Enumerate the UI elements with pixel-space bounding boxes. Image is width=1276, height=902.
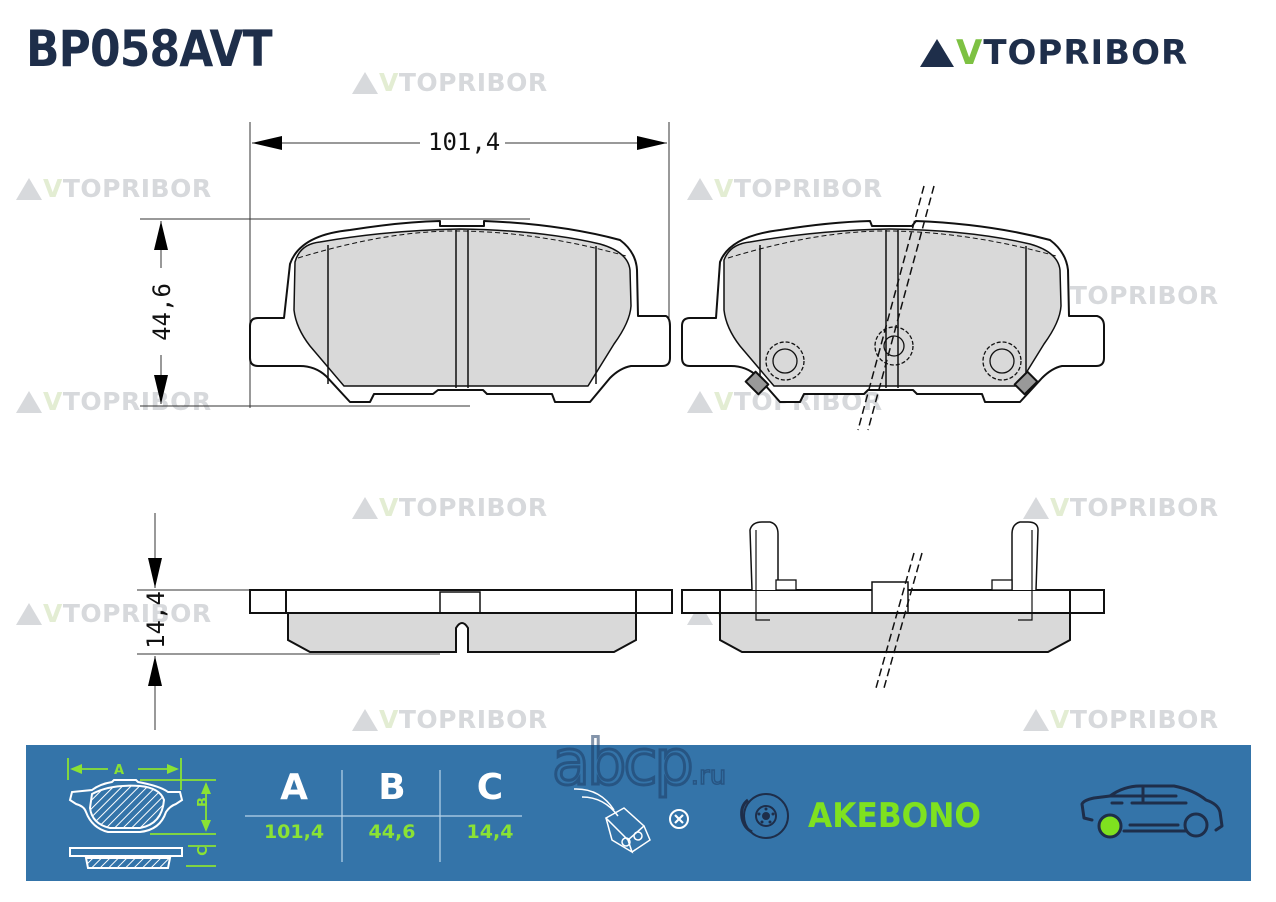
spec-header-c: C: [476, 767, 504, 808]
front-view-plain: [249, 220, 671, 403]
spec-value-c: 14,4: [466, 821, 514, 843]
watermark-text: TOPRIBOR: [1069, 705, 1219, 734]
watermark-text: TOPRIBOR: [1069, 493, 1219, 522]
watermark-triangle-icon: [352, 71, 378, 94]
watermark-accent: V: [43, 599, 63, 628]
width-dimension-label: 101,4: [424, 130, 505, 154]
watermark-triangle-icon: [16, 177, 42, 200]
manufacturer-name: AKEBONO: [808, 796, 982, 836]
spec-value-a: 101,4: [263, 821, 325, 843]
watermark-triangle-icon: [1023, 496, 1049, 519]
brand-logo: V TOPRIBOR: [920, 36, 1188, 70]
watermark-text: TOPRIBOR: [62, 387, 212, 416]
spec-value-b: 44,6: [368, 821, 416, 843]
front-view-wear-indicators: [681, 185, 1105, 431]
thickness-dimension-label: 14,4: [141, 591, 170, 649]
watermark-accent: V: [379, 493, 399, 522]
height-dimension: [140, 218, 530, 407]
watermark-triangle-icon: [687, 390, 713, 413]
logo-text: TOPRIBOR: [983, 33, 1189, 73]
watermark-triangle-icon: [16, 602, 42, 625]
watermark-accent: V: [379, 705, 399, 734]
watermark-text: TOPRIBOR: [398, 68, 548, 97]
watermark-text: TOPRIBOR: [398, 705, 548, 734]
watermark-accent: V: [43, 174, 63, 203]
spec-header-a: A: [280, 767, 308, 808]
side-view-with-clips: [681, 521, 1105, 689]
site-watermark-tld: .ru: [690, 761, 727, 791]
watermark-accent: V: [1050, 493, 1070, 522]
watermark-triangle-icon: [687, 177, 713, 200]
spec-header-b: B: [378, 767, 406, 808]
side-view-plain: [249, 589, 673, 653]
watermark-accent: V: [1050, 705, 1070, 734]
watermark-accent: V: [714, 174, 734, 203]
watermark-text: TOPRIBOR: [733, 174, 883, 203]
watermark-text: TOPRIBOR: [1069, 281, 1219, 310]
height-dimension-label: 44,6: [147, 281, 176, 343]
site-watermark-main: abcp: [551, 726, 696, 799]
watermark-text: TOPRIBOR: [62, 599, 212, 628]
watermark-triangle-icon: [352, 708, 378, 731]
watermark-triangle-icon: [16, 390, 42, 413]
watermark-accent: V: [379, 68, 399, 97]
logo-triangle-icon: [920, 39, 954, 67]
watermark-accent: V: [714, 387, 734, 416]
watermark-triangle-icon: [352, 496, 378, 519]
watermark-text: TOPRIBOR: [62, 174, 212, 203]
logo-accent-letter: V: [956, 33, 984, 73]
technical-drawing: [137, 122, 1105, 730]
watermark-accent: V: [43, 387, 63, 416]
site-watermark: abcp.ru: [551, 730, 727, 795]
watermark-triangle-icon: [1023, 708, 1049, 731]
part-number-title: BP058AVT: [26, 20, 273, 78]
watermark-text: TOPRIBOR: [398, 493, 548, 522]
